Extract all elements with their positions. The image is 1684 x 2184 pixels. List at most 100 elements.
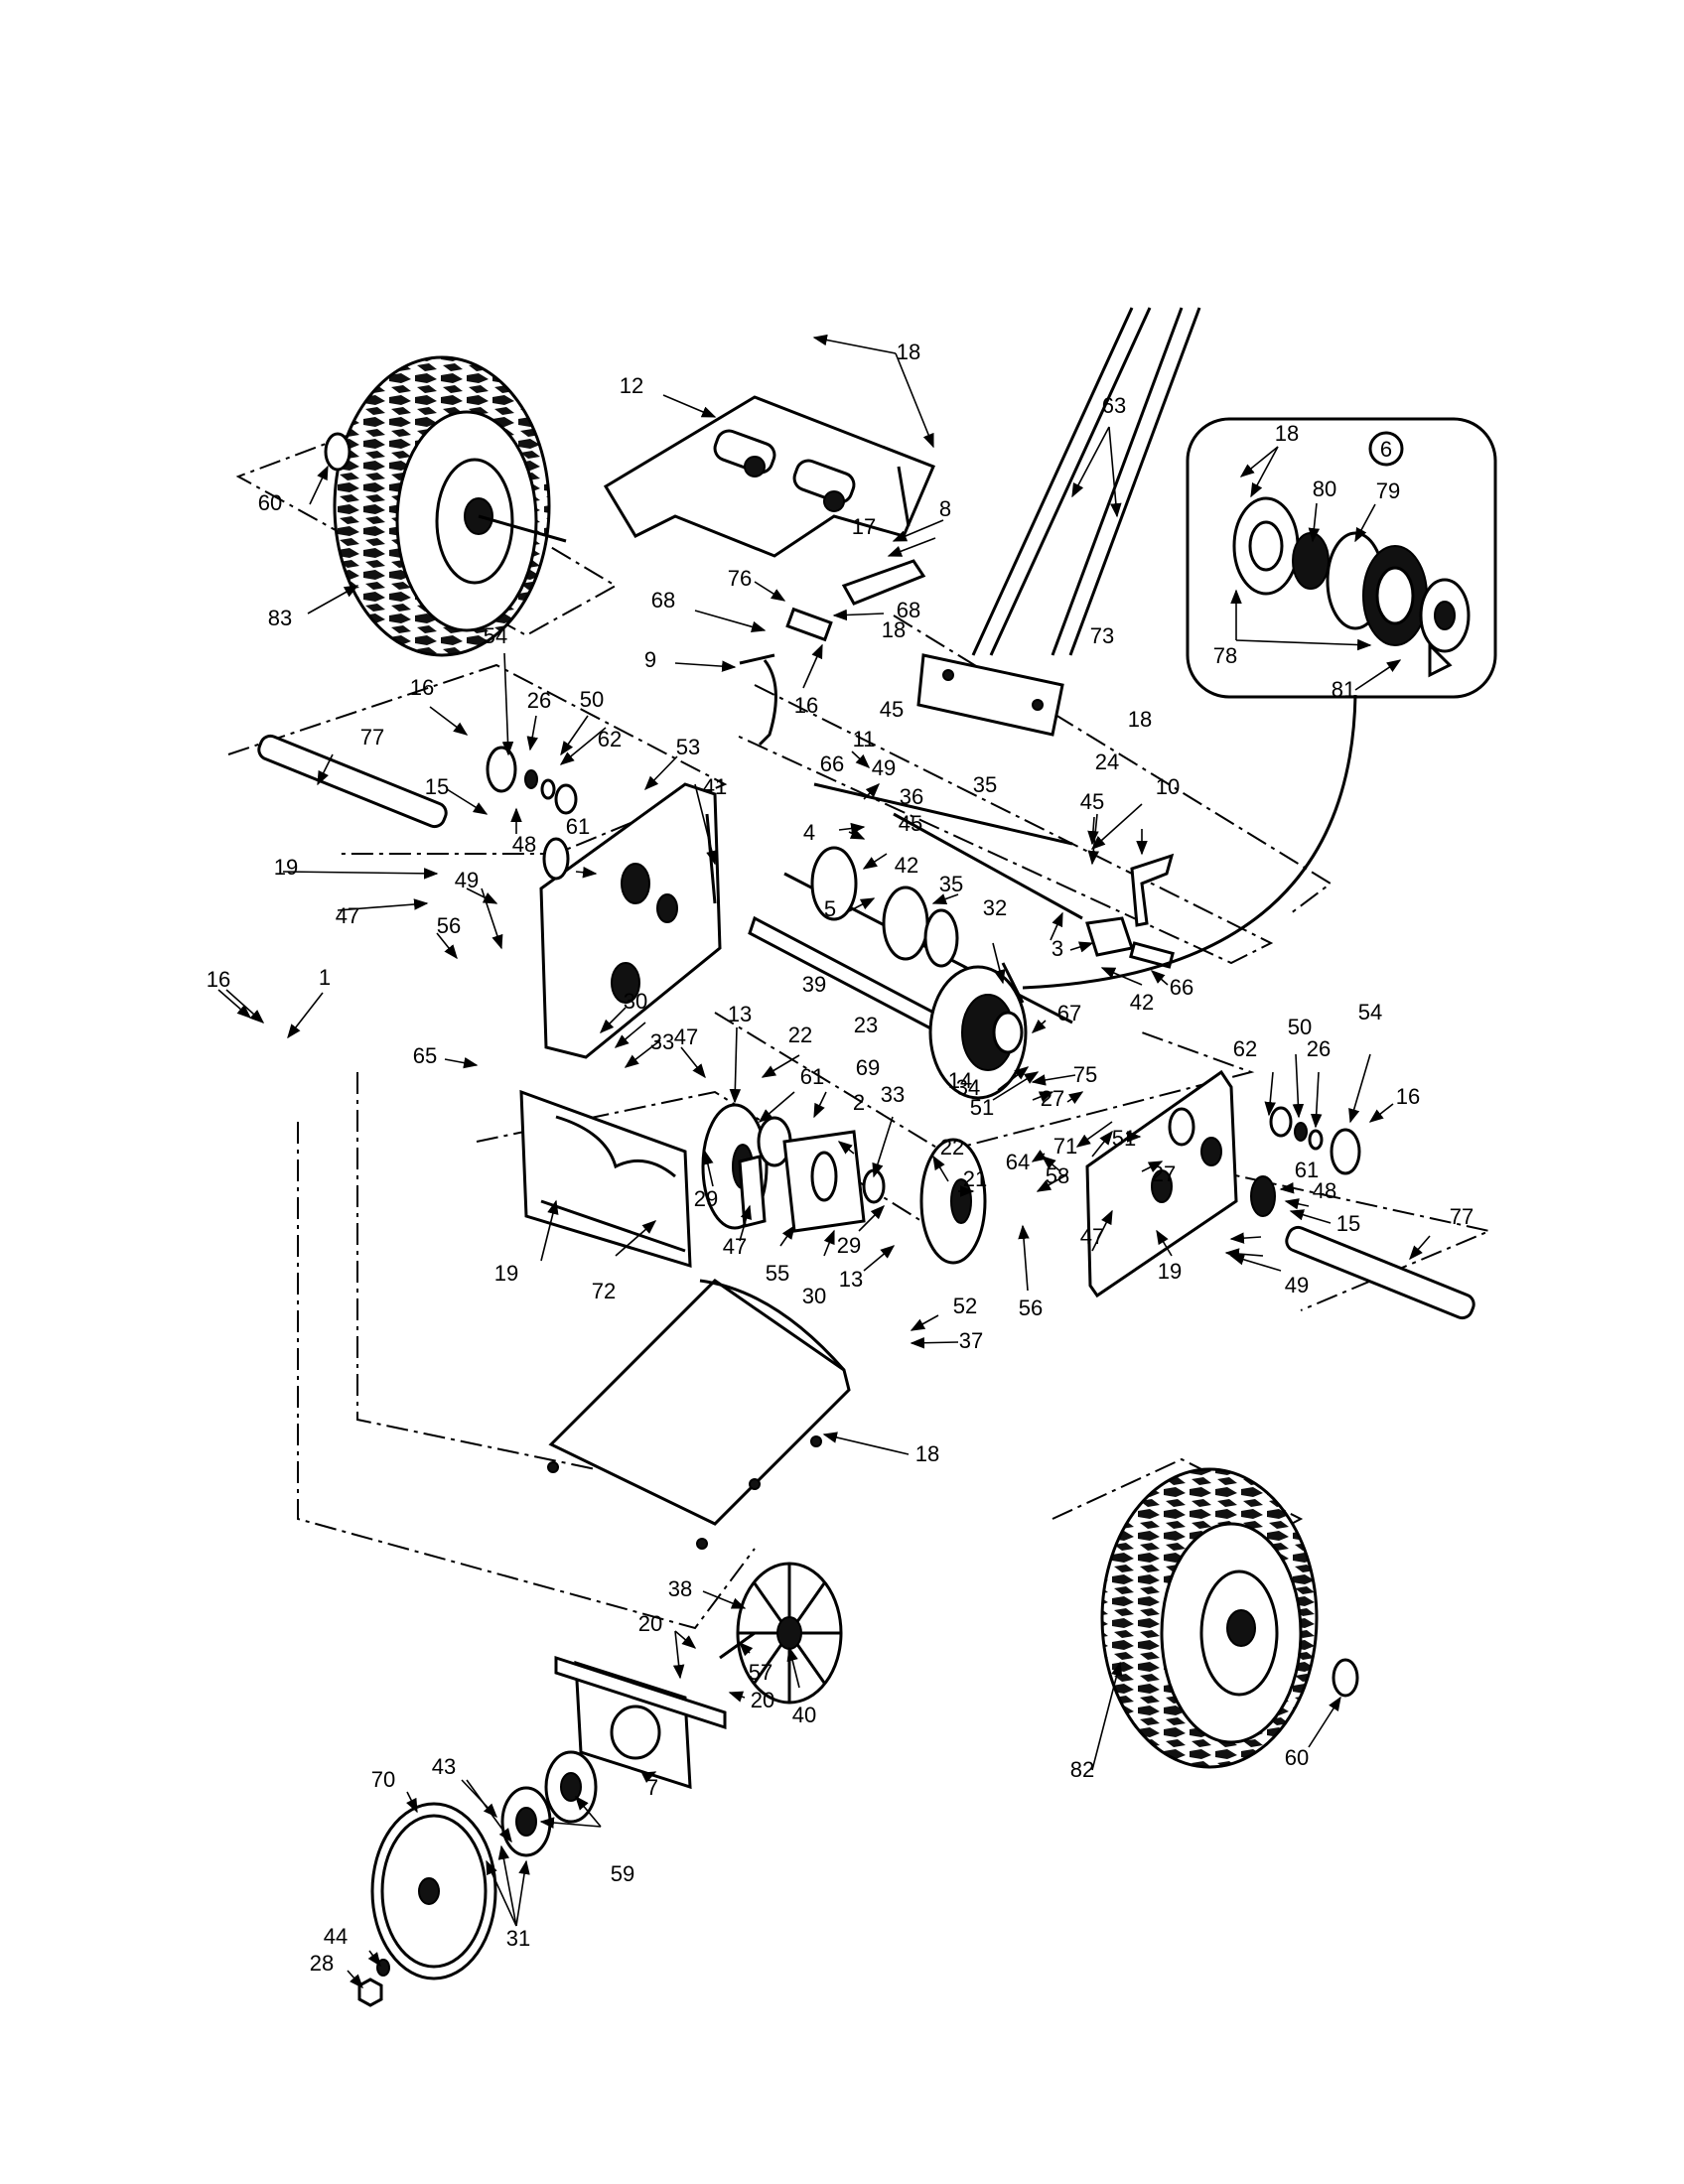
callout: 11: [853, 727, 876, 751]
callout: 66: [1170, 975, 1193, 1000]
callout: 68: [651, 588, 675, 613]
callout: 34: [956, 1075, 980, 1100]
callout: 13: [728, 1002, 752, 1026]
right-side-plate: [1085, 1069, 1238, 1298]
callout: 68: [897, 598, 920, 622]
callout: 61: [566, 814, 590, 839]
callout: 18: [882, 617, 906, 642]
callout: 33: [650, 1029, 674, 1054]
callout: 16: [410, 675, 434, 700]
hex-nut: [357, 1959, 390, 2007]
callout: 19: [494, 1261, 518, 1286]
callout: 53: [676, 735, 700, 759]
callout-labels: 60 83 12 18 63 8 17 76 68 68 9 16 16 26 …: [207, 340, 1474, 1976]
callout: 49: [455, 868, 479, 892]
callout: 36: [900, 784, 923, 809]
callout: 20: [751, 1688, 774, 1712]
left-hub-parts: [486, 746, 578, 881]
callout: 32: [983, 895, 1007, 920]
callout: 7: [646, 1775, 658, 1800]
callout: 50: [580, 687, 604, 712]
callout: 54: [1358, 1000, 1382, 1024]
callout: 77: [1450, 1204, 1474, 1229]
callout: 18: [1128, 707, 1152, 732]
callout: 78: [1213, 643, 1237, 668]
callout: 16: [794, 693, 818, 718]
callout: 26: [527, 688, 551, 713]
callout: 57: [749, 1660, 772, 1685]
callout: 60: [258, 490, 282, 515]
callout: 81: [1332, 677, 1355, 702]
right-hub-parts: [1250, 1106, 1361, 1217]
callout: 48: [1313, 1178, 1336, 1203]
callout: 56: [1019, 1296, 1043, 1320]
callout: 43: [432, 1754, 456, 1779]
callout: 22: [788, 1023, 812, 1047]
callout: 3: [1052, 936, 1063, 961]
callout: 2: [853, 1090, 865, 1115]
callout: 22: [940, 1135, 964, 1160]
callout: 51: [1112, 1126, 1136, 1151]
callout: 31: [506, 1926, 530, 1951]
callout: 42: [895, 853, 918, 878]
callout: 16: [207, 967, 230, 992]
callout: 39: [802, 972, 826, 997]
callout: 18: [897, 340, 920, 364]
callout: 8: [939, 496, 951, 521]
pulley-wheel: [370, 1802, 497, 1980]
callout: 63: [1102, 393, 1126, 418]
callout: 50: [1288, 1015, 1312, 1039]
axle-right: [1285, 1225, 1475, 1320]
shift-linkage: [739, 559, 926, 747]
wheel-cap-right: [1332, 1658, 1359, 1698]
callout: 67: [1057, 1001, 1081, 1025]
callout: 82: [1070, 1757, 1094, 1782]
callout: 12: [620, 373, 643, 398]
callout: 73: [1090, 623, 1114, 648]
callout: 62: [1233, 1036, 1257, 1061]
callout: 56: [437, 913, 461, 938]
callout: 65: [413, 1043, 437, 1068]
callout: 20: [638, 1611, 662, 1636]
callout: 28: [310, 1951, 334, 1976]
callout: 18: [1275, 421, 1299, 446]
inset-connector: [1022, 694, 1357, 990]
callout: 13: [839, 1267, 863, 1292]
callout: 17: [852, 514, 876, 539]
callout: 58: [1046, 1163, 1069, 1188]
callout: 64: [1006, 1150, 1030, 1174]
callout: 37: [959, 1328, 983, 1353]
callout: 72: [592, 1279, 616, 1303]
bottom-cover: [547, 1279, 851, 1550]
callout: 41: [703, 774, 727, 799]
callout: 45: [880, 697, 904, 722]
callout: 45: [899, 811, 922, 836]
callout: 18: [915, 1441, 939, 1466]
callout: 24: [1095, 750, 1119, 774]
leader-lines: [217, 334, 1431, 1989]
callout: 14: [948, 1068, 972, 1093]
tire-wheel-right: [1100, 1467, 1319, 1769]
callout: 30: [802, 1284, 826, 1308]
callout: 75: [1073, 1062, 1097, 1087]
callout: 10: [1156, 774, 1180, 799]
callout: 33: [881, 1082, 905, 1107]
callout: 54: [484, 623, 507, 648]
callout: 49: [1285, 1273, 1309, 1297]
callout: 35: [939, 872, 963, 896]
wheel-cap-left: [324, 432, 351, 472]
inset-id: 6: [1380, 437, 1392, 462]
callout: 35: [973, 772, 997, 797]
callout: 38: [668, 1576, 692, 1601]
callout: 62: [598, 727, 622, 751]
inset-panel: [1186, 417, 1497, 699]
control-cables: [971, 307, 1201, 656]
callout: 29: [837, 1233, 861, 1258]
callout: 48: [512, 832, 536, 857]
tire-wheel-left: [333, 355, 567, 657]
callout: 79: [1376, 478, 1400, 503]
callout: 40: [792, 1703, 816, 1727]
callout: 1: [319, 965, 331, 990]
callout: 27: [1152, 1161, 1176, 1186]
